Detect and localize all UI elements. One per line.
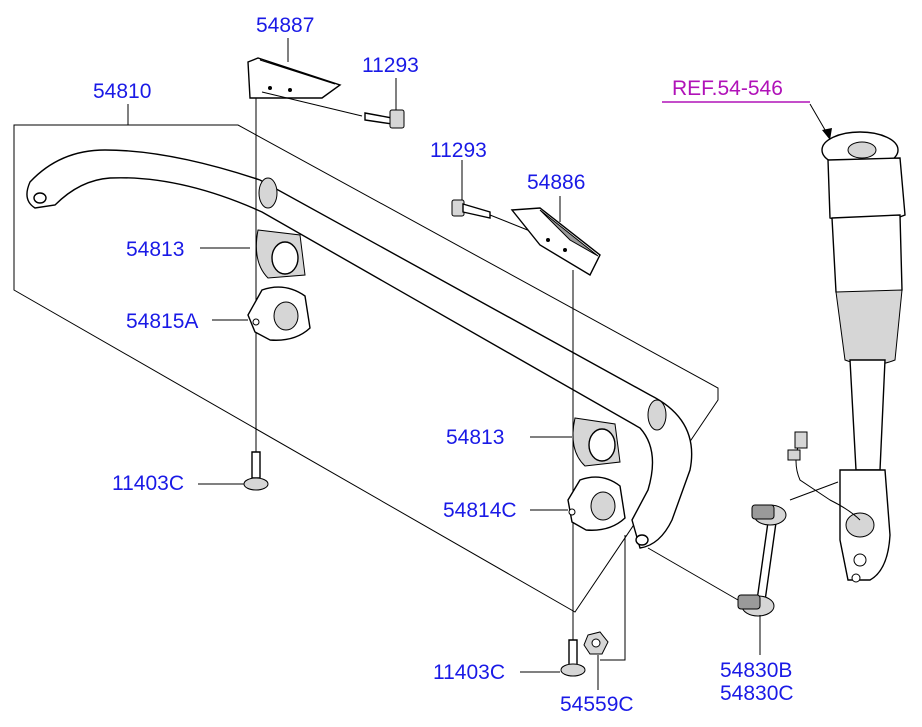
- stabilizer-link: [737, 504, 787, 617]
- stabilizer-group-bracket: [13, 124, 719, 613]
- label-11293-left: 11293: [362, 54, 419, 77]
- label-54830B: 54830B: [720, 659, 792, 682]
- label-11403C-right: 11403C: [433, 661, 505, 684]
- nut: [583, 631, 609, 655]
- bushing-left: [255, 229, 306, 279]
- label-54813-left: 54813: [126, 238, 184, 261]
- clamp-left: [247, 286, 311, 341]
- screw-right: [560, 639, 586, 677]
- bushing-right: [572, 417, 621, 467]
- stabilizer-bar: [26, 149, 693, 549]
- label-54813-right: 54813: [446, 426, 504, 449]
- bolt-right: [451, 199, 491, 219]
- arrow-ref-head: [822, 128, 832, 140]
- label-54815A: 54815A: [126, 310, 198, 333]
- label-11293-right: 11293: [430, 139, 487, 162]
- clamp-right: [567, 476, 626, 531]
- air-strut: [787, 131, 906, 583]
- leader-nut-bracket: [600, 535, 626, 661]
- axis-strut: [789, 481, 839, 501]
- label-54814C: 54814C: [443, 499, 517, 522]
- axis-bolt-left: [261, 91, 363, 117]
- label-54810: 54810: [93, 80, 151, 103]
- bracket-left: [247, 57, 342, 99]
- label-54886: 54886: [527, 171, 585, 194]
- label-54887: 54887: [256, 14, 314, 37]
- label-54830C: 54830C: [720, 682, 794, 705]
- screw-left: [243, 451, 269, 491]
- label-54559C: 54559C: [560, 693, 634, 716]
- bolt-left: [364, 109, 405, 129]
- axis-link: [647, 547, 739, 601]
- label-11403C-left: 11403C: [112, 472, 184, 495]
- bracket-right: [510, 207, 601, 276]
- label-ref-54-546[interactable]: REF.54-546: [672, 77, 783, 100]
